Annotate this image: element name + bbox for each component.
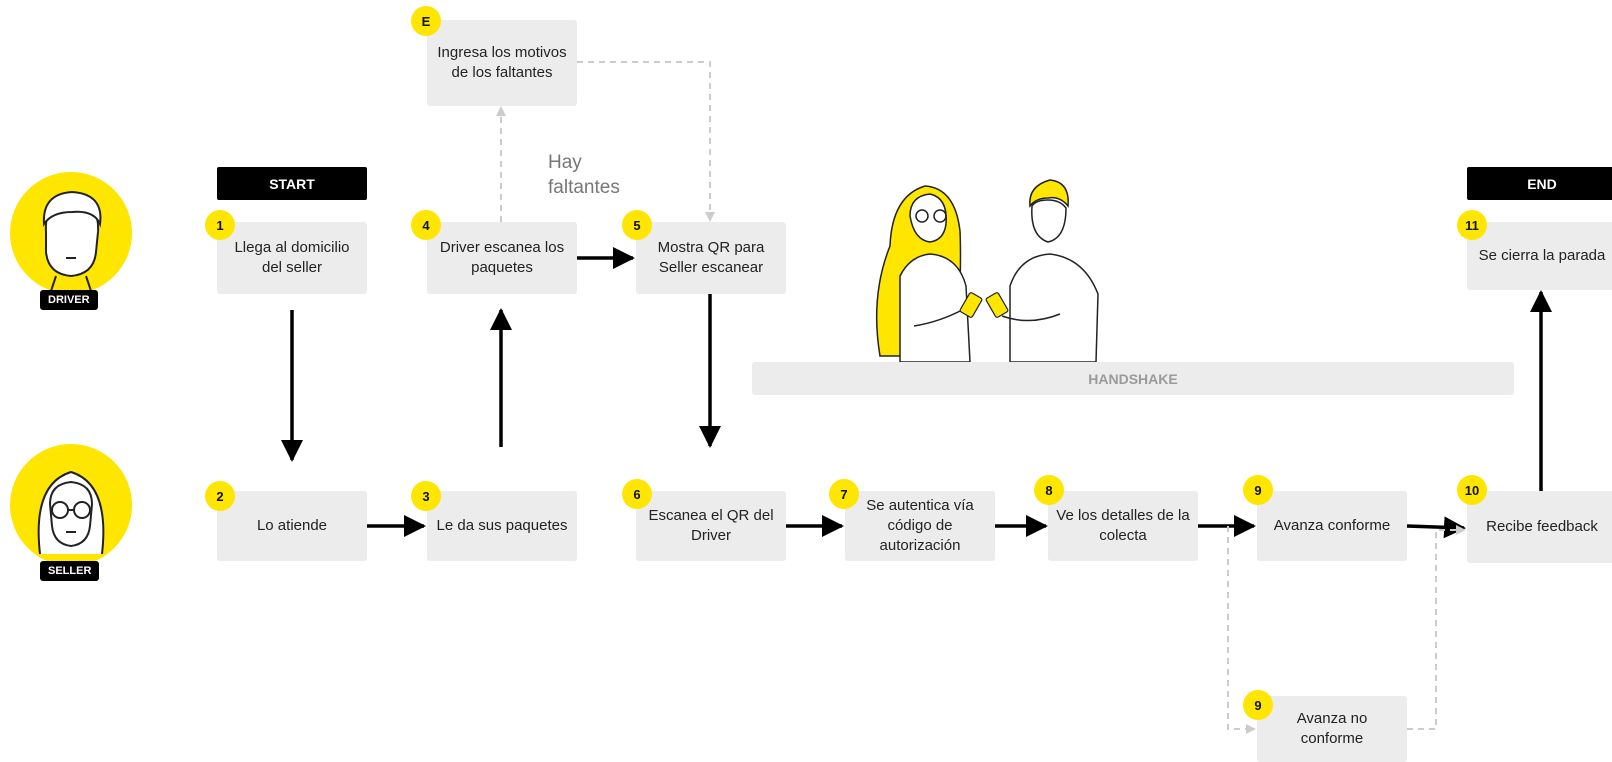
step-badge-3: 3 (411, 481, 441, 511)
missing-items-note: Hay faltantes (548, 150, 620, 200)
handshake-illustration (875, 179, 1099, 362)
arrow-9-10 (1406, 516, 1466, 539)
step-box-8: Ve los detalles de la colecta (1048, 491, 1198, 561)
step-badge-7: 7 (829, 479, 859, 509)
step-badge-6: 6 (622, 479, 652, 509)
step-badge-10: 10 (1457, 475, 1487, 505)
step-badge-11: 11 (1457, 210, 1487, 240)
driver-avatar-icon (10, 172, 132, 294)
driver-role-label: DRIVER (40, 290, 98, 310)
handshake-bar: HANDSHAKE (752, 362, 1514, 395)
step-box-5: Mostra QR para Seller escanear (636, 222, 786, 294)
seller-avatar-icon (10, 444, 132, 566)
step-badge-1: 1 (205, 210, 235, 240)
step-badge-e: E (411, 6, 441, 36)
step-badge-9-conforme: 9 (1243, 475, 1273, 505)
end-tag: END (1467, 167, 1612, 200)
seller-role-label: SELLER (40, 561, 100, 581)
step-box-3: Le da sus paquetes (427, 491, 577, 561)
step-badge-4: 4 (411, 210, 441, 240)
step-box-9-conforme: Avanza conforme (1257, 491, 1407, 561)
step-box-6: Escanea el QR del Driver (636, 491, 786, 561)
step-box-7: Se autentica vía código de autorización (845, 491, 995, 561)
step-box-10: Recibe feedback (1467, 491, 1612, 563)
step-badge-5: 5 (622, 210, 652, 240)
missing-items-note-line2: faltantes (548, 177, 620, 198)
step-badge-8: 8 (1034, 475, 1064, 505)
arrow-e-5-dashed (577, 61, 715, 222)
missing-items-note-line1: Hay (548, 152, 582, 173)
step-box-1: Llega al domicilio del seller (217, 222, 367, 294)
step-box-2: Lo atiende (217, 491, 367, 561)
step-box-11: Se cierra la parada (1467, 222, 1612, 290)
step-box-9-no-conforme: Avanza no conforme (1257, 696, 1407, 762)
step-badge-2: 2 (205, 481, 235, 511)
step-badge-9-no-conforme: 9 (1243, 690, 1273, 720)
start-tag: START (217, 167, 367, 200)
arrow-8-9b-dashed (1227, 526, 1256, 734)
step-box-4: Driver escanea los paquetes (427, 222, 577, 294)
arrow-9b-10-dashed (1407, 525, 1466, 730)
step-box-e: Ingresa los motivos de los faltantes (427, 20, 577, 106)
